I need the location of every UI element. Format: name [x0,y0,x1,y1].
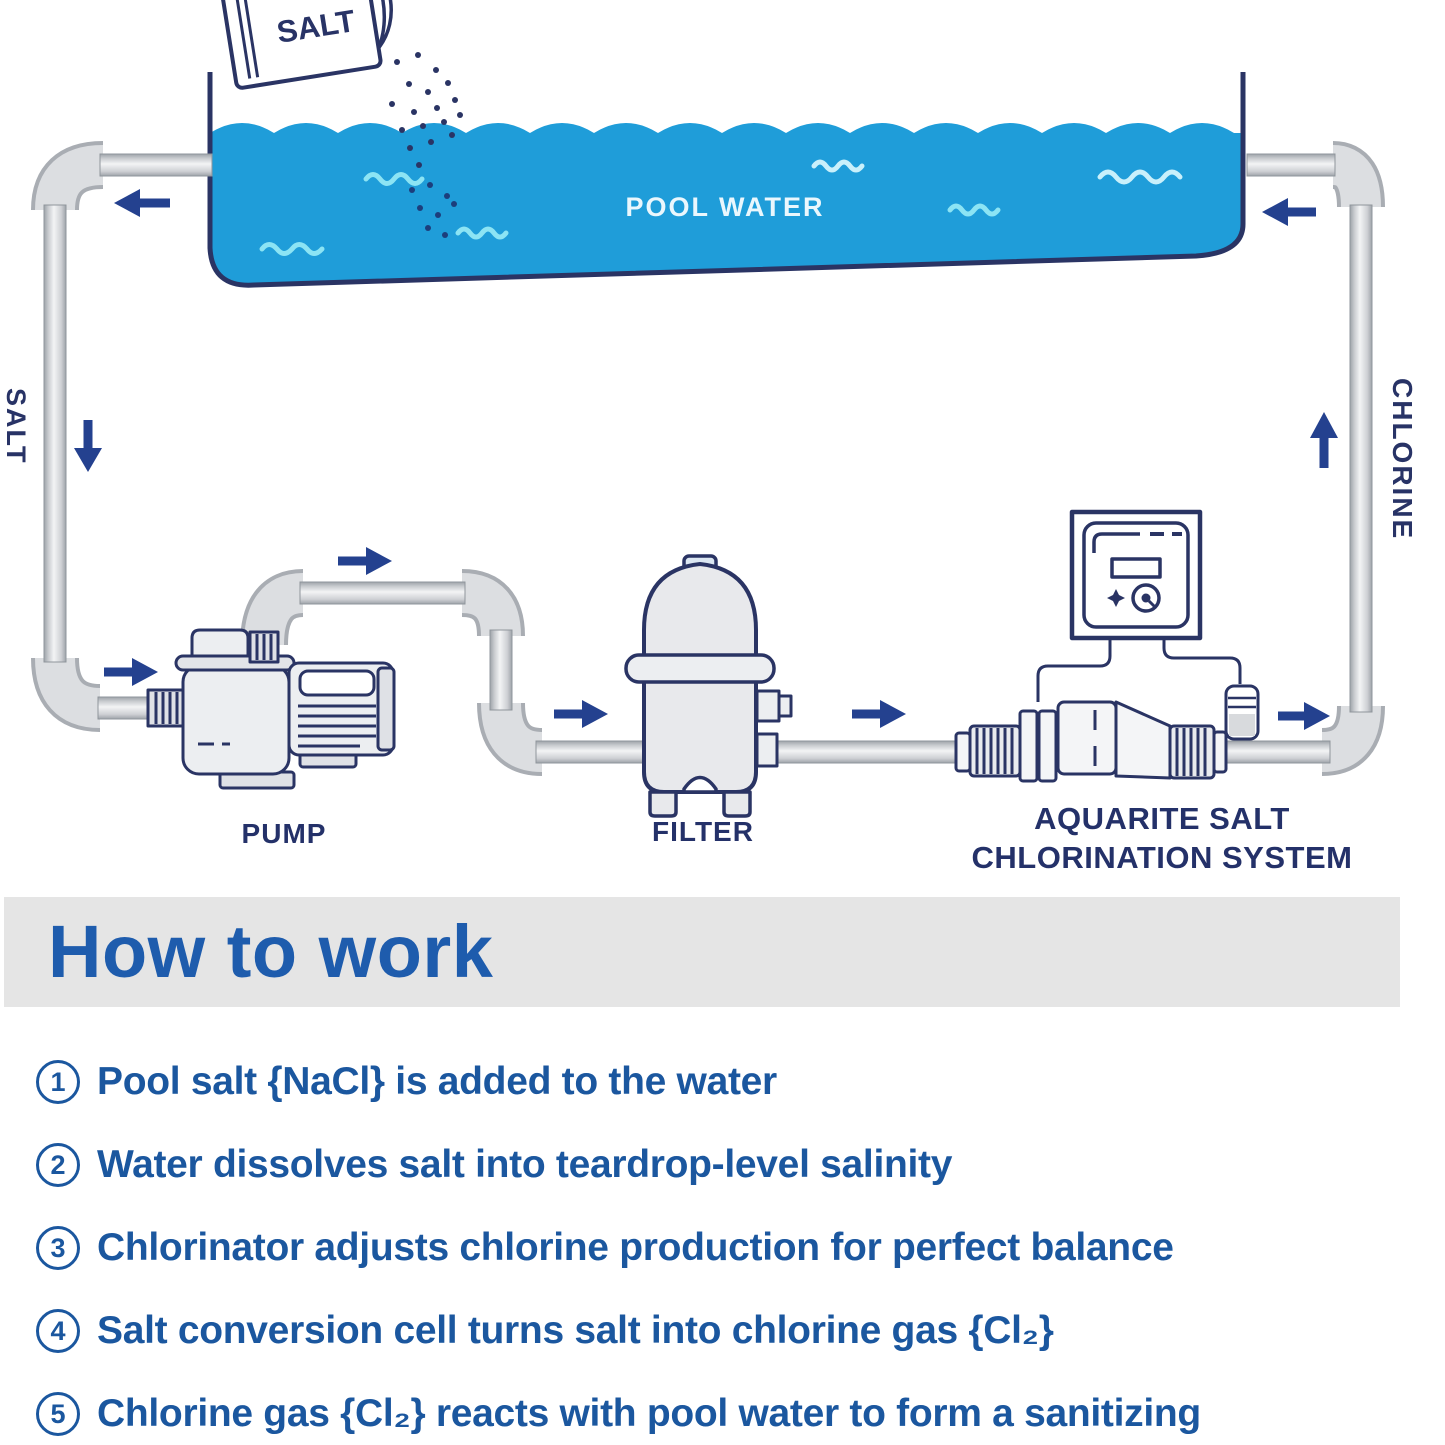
pool-water [207,72,1246,288]
step-text: Pool salt {NaCl} is added to the water [97,1060,777,1103]
chlorinator-label: AQUARITE SALT CHLORINATION SYSTEM [958,799,1366,877]
step-item: 5 Chlorine gas {Cl₂} reacts with pool wa… [36,1391,1201,1437]
dial-knob-icon [1131,583,1161,613]
step-text: Chlorine gas {Cl₂} reacts with pool wate… [97,1392,1201,1435]
step-number-badge: 2 [36,1143,80,1187]
control-box-wires [1036,638,1242,702]
pool-system-diagram [31,0,1385,818]
pipe-salt-down [43,204,67,663]
salt-pipe-label: SALT [1,388,31,465]
pipe-down-to-main [489,629,513,711]
flow-arrow-right-after-cell-icon [1278,702,1330,730]
step-number-badge: 4 [36,1309,80,1353]
chlorinator-cell [954,700,1228,783]
step-number-badge: 5 [36,1392,80,1436]
filter-label: FILTER [652,816,754,847]
pool-outline [207,72,1246,288]
flow-arrow-right-over-pump-icon [338,547,392,575]
pipe-to-pump [97,696,155,720]
salt-bag [217,0,393,90]
step-text: Salt conversion cell turns salt into chl… [97,1309,1054,1352]
step-number-badge: 3 [36,1226,80,1270]
flow-arrow-down-icon [74,420,102,472]
flow-arrow-right-pump-in-icon [104,658,158,686]
flow-arrow-up-icon [1310,412,1338,468]
step-item: 1 Pool salt {NaCl} is added to the water [36,1059,777,1105]
plus-indicator-icon [1107,589,1125,607]
pipe-pool-return-right [1246,153,1336,177]
control-box-display [1110,557,1162,579]
salt-grains-underwater [409,182,457,238]
pipe-chlorine-up [1349,204,1373,713]
step-text: Water dissolves salt into teardrop-level… [97,1143,953,1186]
step-item: 4 Salt conversion cell turns salt into c… [36,1308,1054,1354]
step-text: Chlorinator adjusts chlorine production … [97,1226,1174,1269]
step-item: 3 Chlorinator adjusts chlorine productio… [36,1225,1174,1271]
flow-arrow-right-to-filter-icon [554,700,608,728]
section-heading: How to work [48,910,494,993]
flow-arrow-right-to-cell-icon [852,700,906,728]
pump [146,628,396,790]
filter [624,554,793,818]
pipe-over-pump [299,581,466,605]
step-item: 2 Water dissolves salt into teardrop-lev… [36,1142,952,1188]
chlorinator-label-line1: AQUARITE SALT [1034,801,1290,836]
pump-label: PUMP [241,818,327,849]
pipe-pool-return-left [99,153,213,177]
flow-arrow-left-return-icon [1262,198,1316,226]
flow-sensor [1224,684,1260,741]
water-wave-icons [259,159,1183,256]
pool-water-label: POOL WATER [625,192,825,222]
how-to-work-banner: How to work [4,897,1400,1007]
chlorinator-control-box [1069,509,1203,641]
flow-arrows [74,189,1338,730]
salt-grains-icon [389,52,463,168]
chlorine-pipe-label: CHLORINE [1387,378,1418,541]
flow-arrow-left-top-icon [114,189,170,217]
chlorinator-label-line2: CHLORINATION SYSTEM [971,840,1353,875]
step-number-badge: 1 [36,1060,80,1104]
